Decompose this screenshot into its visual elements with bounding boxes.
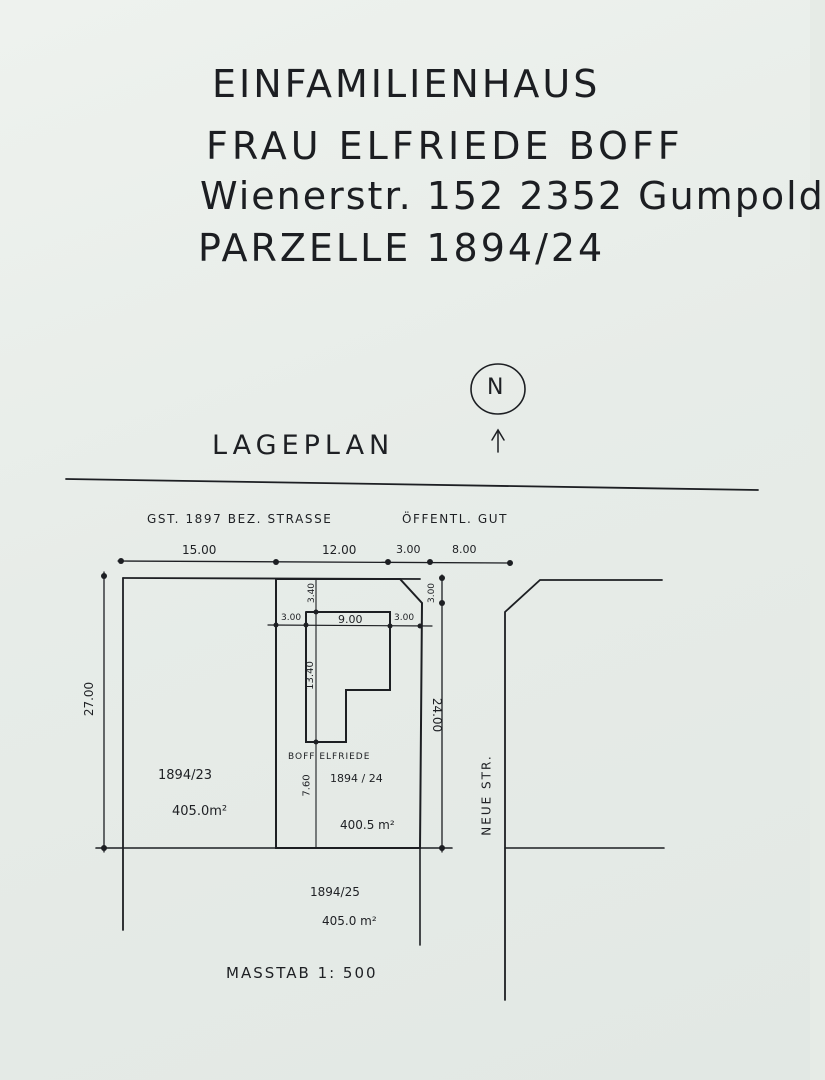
parcel-left-area: 405.0m²	[172, 804, 228, 819]
header-building-type: EINFAMILIENHAUS	[212, 62, 601, 106]
dim-left-height: 27.00	[82, 681, 97, 717]
street-edge-line	[65, 478, 759, 491]
parcel-center-owner: BOFF ELFRIEDE	[288, 752, 371, 762]
header-address: Wienerstr. 152 2352 Gumpold	[200, 174, 825, 218]
street-right-label: NEUE STR.	[479, 754, 494, 836]
north-arrow-circle-icon	[470, 363, 526, 415]
dim-plot-width: 12.00	[322, 543, 357, 557]
dim-left-width: 15.00	[182, 543, 217, 557]
street-top-right-label: ÖFFENTL. GUT	[402, 512, 509, 526]
parcel-bottom-area: 405.0 m²	[322, 914, 377, 928]
header-owner: FRAU ELFRIEDE BOFF	[206, 124, 684, 168]
top-dimension-line	[117, 560, 513, 564]
dim-rear-setback: 7.60	[301, 774, 313, 797]
parcel-center-number: 1894 / 24	[330, 772, 383, 785]
dim-setback-right: 3.00	[396, 543, 421, 556]
parcel-left-number: 1894/23	[158, 768, 213, 783]
dim-house-depth: 13.40	[304, 661, 316, 690]
neue-strasse-curb	[504, 579, 663, 1001]
house-footprint	[305, 611, 391, 743]
dim-corner-top: 3.00	[427, 582, 438, 604]
dim-house-left-setback: 3.00	[281, 613, 302, 623]
dim-house-front-setback: 3.40	[307, 582, 318, 604]
scale-label: MASSTAB 1: 500	[226, 964, 378, 982]
dim-street-width: 8.00	[452, 543, 477, 556]
north-label: N	[487, 375, 504, 400]
parcel-bottom-number: 1894/25	[310, 885, 360, 899]
house-width-dimension	[267, 624, 433, 627]
street-top-label: GST. 1897 BEZ. STRASSE	[147, 512, 333, 526]
dim-house-width: 9.00	[338, 613, 363, 626]
header-parcel: PARZELLE 1894/24	[198, 226, 606, 270]
plan-title: LAGEPLAN	[212, 430, 395, 461]
parcel-center-area: 400.5 m²	[340, 818, 395, 832]
plot-1894-24-outline	[275, 578, 424, 849]
dim-plot-depth: 24.00	[430, 697, 445, 733]
dim-house-right-setback: 3.00	[394, 613, 415, 623]
